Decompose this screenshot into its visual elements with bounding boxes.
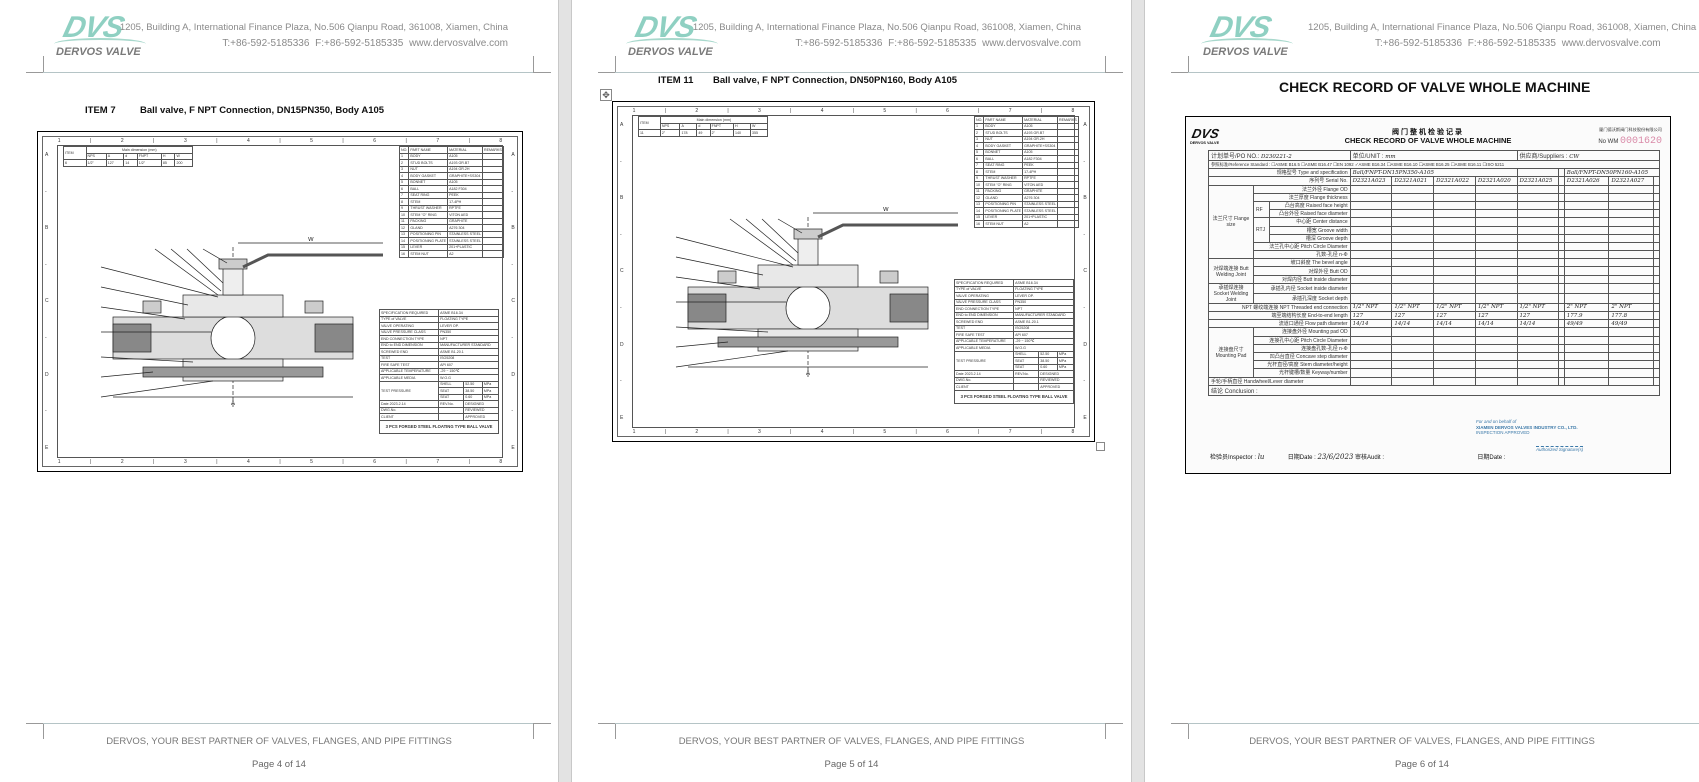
header-contact: T:+86-592-5185336 F:+86-592-5185335 www.… [222, 38, 508, 49]
footer-tagline: DERVOS, YOUR BEST PARTNER OF VALVES, FLA… [678, 736, 1025, 747]
page-title: CHECK RECORD OF VALVE WHOLE MACHINE [1279, 79, 1591, 95]
document-page-5: DVS DERVOS VALVE 1205, Building A, Inter… [572, 0, 1131, 782]
signature-line: 检验员Inspector : lu 日期Date : 23/6/2023 审核A… [1210, 453, 1506, 461]
header-contact: T:+86-592-5185336 F:+86-592-5185335 www.… [795, 38, 1081, 49]
company-logo: DVS DERVOS VALVE [1201, 11, 1293, 60]
header-address: 1205, Building A, International Finance … [119, 22, 508, 33]
header-contact: T:+86-592-5185336 F:+86-592-5185335 www.… [1375, 38, 1661, 49]
page-number: Page 5 of 14 [824, 759, 879, 770]
svg-text:A: A [231, 401, 235, 407]
page-gutter [558, 0, 572, 782]
serial-number-stamp: 0001620 [1619, 136, 1662, 147]
header-address: 1205, Building A, International Finance … [692, 22, 1081, 33]
page-number: Page 4 of 14 [252, 759, 306, 770]
svg-text:A: A [806, 371, 810, 377]
valve-drawing-item-11[interactable]: 1|2|3|4|5|6|7|8 1|2|3|4|5|6|7|8 A-B-C-D-… [612, 101, 1095, 442]
svg-text:W: W [883, 207, 889, 213]
page-gutter [1131, 0, 1145, 782]
page-number: Page 6 of 14 [1395, 759, 1449, 770]
check-record-scan[interactable]: DVS DERVOS VALVE 阀门整机检验记录 CHECK RECORD O… [1185, 116, 1671, 474]
valve-section-drawing: A W [675, 207, 958, 377]
footer-tagline: DERVOS, YOUR BEST PARTNER OF VALVES, FLA… [1249, 736, 1595, 747]
valve-drawing-item-7[interactable]: 1|2|3|4|5|6|7|8 1|2|3|4|5|6|7|8 A-B-C-D-… [37, 131, 523, 472]
svg-text:W: W [308, 237, 314, 243]
document-page-4: DVS DERVOS VALVE 1205, Building A, Inter… [0, 0, 558, 782]
document-page-6: DVS DERVOS VALVE 1205, Building A, Inter… [1145, 0, 1699, 782]
company-logo: DVS DERVOS VALVE [626, 11, 718, 60]
company-logo: DVS DERVOS VALVE [54, 11, 146, 60]
table-move-handle-icon[interactable]: ✥ [600, 89, 612, 101]
header-address: 1205, Building A, International Finance … [1308, 22, 1697, 33]
table-resize-handle[interactable] [1096, 442, 1105, 451]
valve-section-drawing: A W [100, 237, 383, 407]
footer-tagline: DERVOS, YOUR BEST PARTNER OF VALVES, FLA… [106, 736, 452, 747]
inspection-stamp: For and on behalf of XIAMEN DERVOS VALVE… [1476, 419, 1584, 452]
